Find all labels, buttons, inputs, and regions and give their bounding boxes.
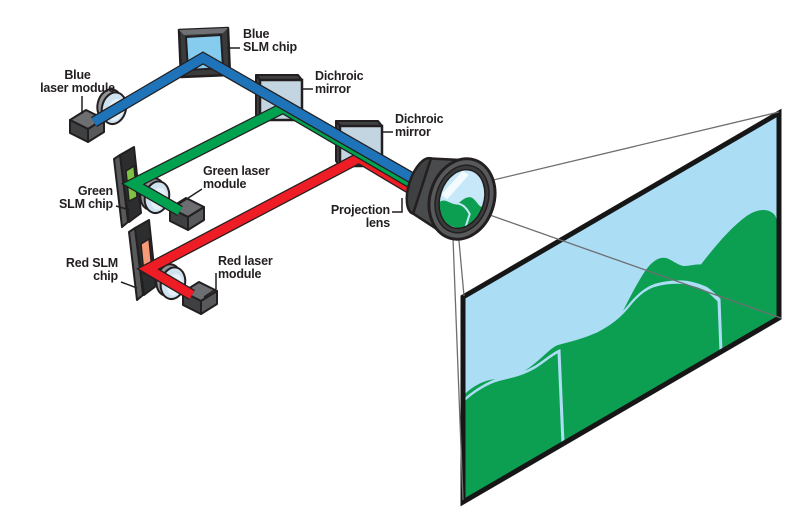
leader-red-slm — [120, 281, 138, 289]
green-slm-chip-label: Green SLM chip — [59, 184, 113, 212]
projection-lens-label: Projection lens — [330, 203, 390, 231]
blue-beam — [91, 52, 436, 194]
blue-slm-chip-label: Blue SLM chip — [243, 27, 297, 55]
leader-green-laser — [178, 188, 203, 205]
lens-glass-reflection — [441, 170, 469, 200]
leader-green-slm — [115, 205, 131, 211]
dichroic-mirror-1-label: Dichroic mirror — [315, 69, 364, 97]
red-slm-chip-label: Red SLM chip — [65, 256, 118, 284]
leader-red-laser — [203, 273, 217, 298]
red-laser-module-label: Red laser module — [218, 254, 273, 282]
projection-lens — [405, 156, 497, 241]
leader-lines — [81, 47, 403, 298]
blue-laser-module-label: Blue laser module — [40, 68, 115, 96]
projection-screen — [460, 108, 782, 507]
screen-border — [460, 108, 782, 507]
laser-beams — [91, 51, 444, 300]
green-laser-module-label: Green laser module — [203, 164, 270, 192]
screen-hills-mound — [463, 348, 565, 502]
dichroic-mirror-2-label: Dichroic mirror — [395, 112, 444, 140]
ray-bottom-left — [451, 211, 464, 501]
ray-top-right — [467, 111, 780, 187]
leader-projection-lens — [392, 198, 403, 213]
red-slm-chip — [128, 219, 157, 301]
ray-bottom-right — [469, 207, 782, 319]
